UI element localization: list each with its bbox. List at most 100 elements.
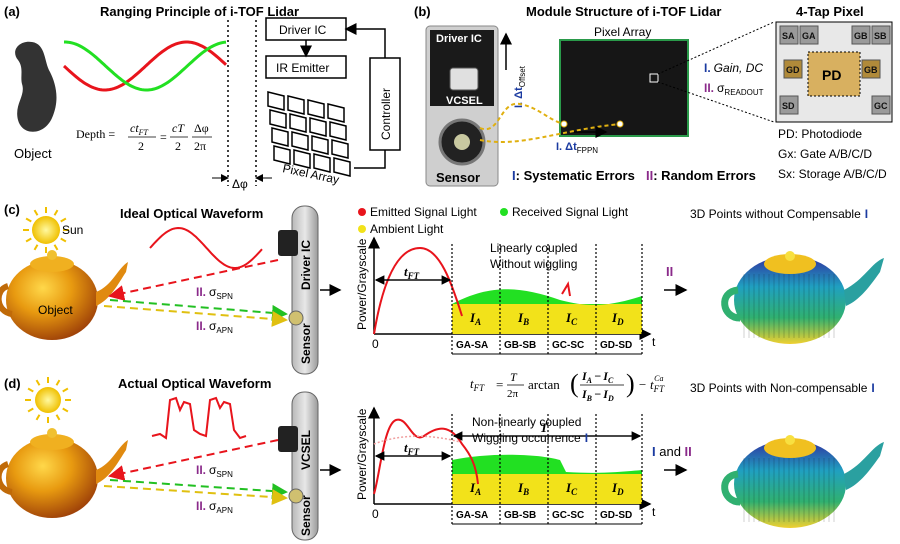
ideal-ghost-curve <box>373 435 461 445</box>
panel-b: (b) Module Structure of i-TOF Lidar 4-Ta… <box>414 4 893 187</box>
sun-ray <box>62 407 69 413</box>
annot-nonlinear: Non-linearly coupled <box>472 415 581 429</box>
teapot-icon <box>0 250 128 340</box>
point-cloud-c <box>721 251 884 344</box>
tap-label: GC-SC <box>552 510 584 521</box>
tap-cell-label: GC <box>874 101 888 111</box>
intensity-label: IA <box>469 480 481 497</box>
signal-path-1 <box>479 102 565 131</box>
gain-label: I.Gain, DC <box>704 61 763 75</box>
tap-cell <box>783 59 803 79</box>
pixel-array-grid <box>267 91 351 177</box>
apn-label-c: II.σAPN <box>196 319 233 335</box>
tap-cell-label: GB <box>854 31 868 41</box>
ambient-ray-d <box>103 485 288 506</box>
tap-cell <box>871 95 891 115</box>
sun-ray <box>53 244 59 251</box>
tap-label: GD-SD <box>600 340 632 351</box>
tap-cell-label: GD <box>786 65 800 75</box>
tap-pixel-title: 4-Tap Pixel <box>796 4 864 19</box>
depth-formula-lhs: Depth = <box>76 127 115 141</box>
emitted-curve <box>373 246 463 335</box>
panel-c-title: Ideal Optical Waveform <box>120 206 263 221</box>
tap-label: GC-SC <box>552 340 584 351</box>
emitted-ray-c <box>108 259 279 301</box>
annot-no-wiggle: Without wiggling <box>490 257 577 271</box>
sensor-dot-d <box>288 488 304 504</box>
module-driver-ic: Driver IC <box>436 33 482 45</box>
photodiode <box>807 51 861 97</box>
tap-cell <box>851 25 871 45</box>
panel-a-title: Ranging Principle of i-TOF Lidar <box>100 4 299 19</box>
fppn-label: I. ΔtFPPN <box>556 141 598 155</box>
tft-lparen: ( <box>570 369 579 398</box>
emitted-ray-d <box>108 439 279 481</box>
intensity-label: IA <box>469 310 481 327</box>
sun-ray <box>53 209 59 216</box>
sun-ray <box>33 244 39 251</box>
object-label-c: Object <box>38 303 73 317</box>
sun-icon <box>32 216 60 244</box>
sun-ray <box>27 407 34 413</box>
spn-label-d: II.σSPN <box>196 463 233 479</box>
x-end: t <box>652 505 656 519</box>
sun-ray <box>62 387 69 393</box>
tap-label: GB-SB <box>504 340 536 351</box>
vcsel-window <box>449 67 479 91</box>
tft-T: T <box>510 370 518 384</box>
panel-d-tag: (d) <box>4 376 21 391</box>
pixel-cell <box>289 113 307 133</box>
tft-eq: = <box>496 377 503 392</box>
tap-cell-label: GB <box>864 65 878 75</box>
tap-legend-sx: Sx: Storage A/B/C/D <box>778 167 887 181</box>
sun-ray <box>60 237 67 243</box>
device-body-c <box>291 205 319 375</box>
annot-linear: Linearly coupled <box>490 241 577 255</box>
ambient-fill <box>452 304 642 334</box>
depth-den3: 2π <box>194 139 206 153</box>
sun-rays-d <box>25 377 71 423</box>
device-sensor-label: Sensor <box>299 323 313 364</box>
tft-lhs: tFT <box>470 376 485 393</box>
node-1 <box>560 120 568 128</box>
depth-den1: 2 <box>138 139 144 153</box>
legend-received: Received Signal Light <box>512 205 629 219</box>
tap-label: GB-SB <box>504 510 536 521</box>
sun-ray <box>55 414 61 421</box>
controller-to-driver-arrow <box>344 23 386 58</box>
sun-ray <box>60 217 67 223</box>
zoom-line-top <box>657 21 775 75</box>
x-origin: 0 <box>372 507 379 521</box>
period-label: T <box>540 420 549 435</box>
panel-d-title: Actual Optical Waveform <box>118 376 271 391</box>
emitted-curve <box>373 418 479 495</box>
pixel-cell <box>269 109 287 129</box>
module-sensor: Sensor <box>436 170 480 185</box>
depth-num3: Δφ <box>194 121 209 135</box>
device-vcsel-label: VCSEL <box>299 430 313 470</box>
panel-b-title: Module Structure of i-TOF Lidar <box>526 4 721 19</box>
emitter-chip-c <box>278 230 298 256</box>
tap-cell <box>861 59 881 79</box>
object-blob <box>15 41 57 132</box>
tap-cell-label: SB <box>874 31 887 41</box>
ideal-waveform <box>149 226 263 269</box>
module-vcsel: VCSEL <box>446 95 483 107</box>
emitted-wave <box>62 40 228 92</box>
zoom-line-bottom <box>657 81 775 123</box>
received-fill <box>452 289 642 305</box>
y-label: Power/Grayscale <box>355 238 369 330</box>
received-fill <box>452 454 642 474</box>
legend-emitted-dot <box>358 208 366 216</box>
controller-label: Controller <box>379 88 393 140</box>
controller-to-array-line <box>354 150 386 169</box>
photodiode-label: PD <box>822 67 841 83</box>
legend-ambient: Ambient Light <box>370 222 444 236</box>
arrow-label-d: I and II <box>652 444 692 459</box>
